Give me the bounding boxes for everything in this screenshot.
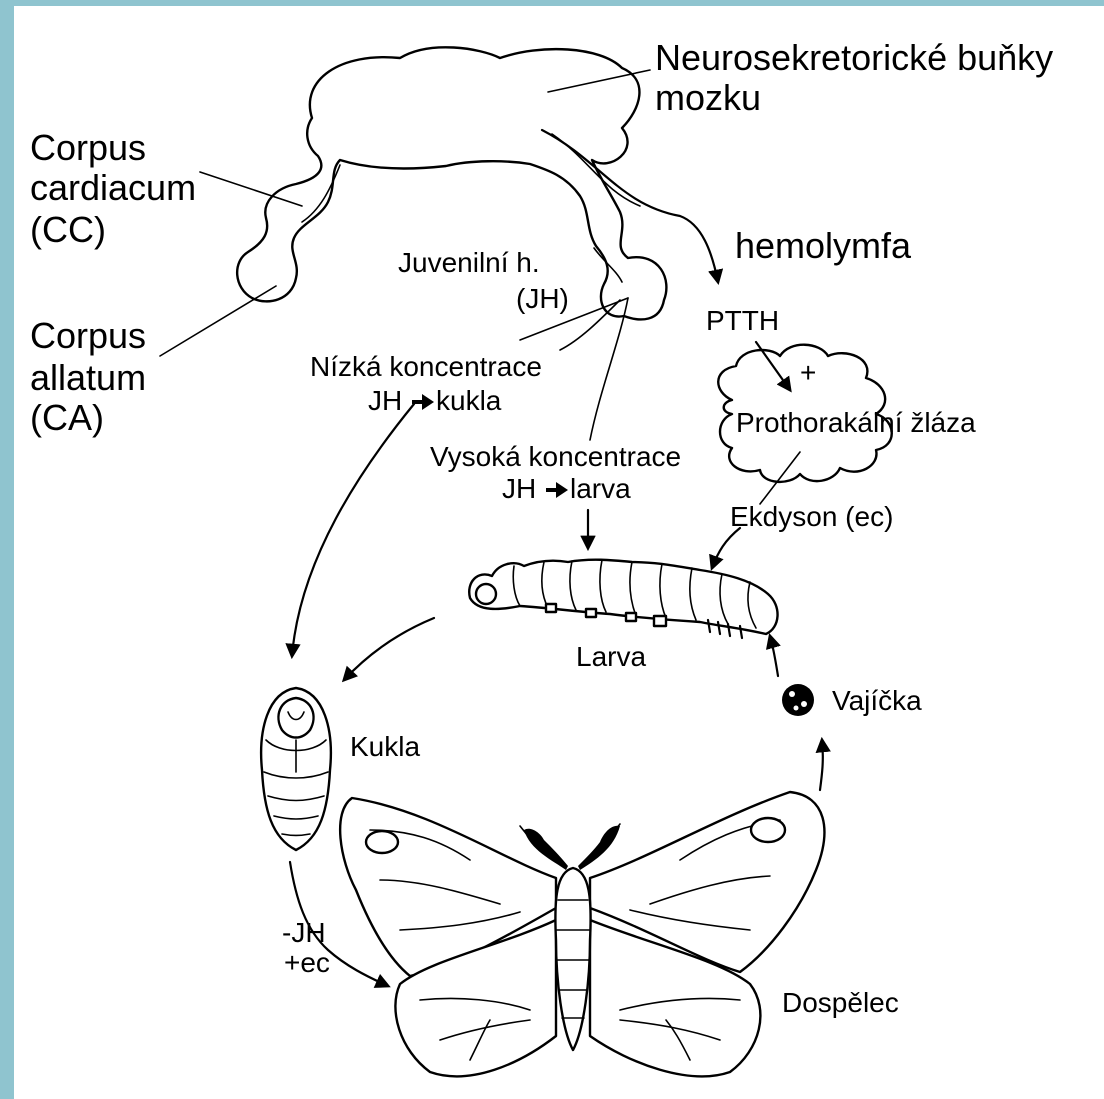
prothoracic-gland-label: Prothorakální žláza — [736, 407, 976, 438]
neurosecretory-label-2: mozku — [655, 77, 761, 118]
adult-to-eggs-arrow — [820, 740, 823, 790]
adult-moth-drawing — [340, 792, 824, 1076]
brain-outline — [237, 47, 666, 319]
jh-label-2: (JH) — [516, 283, 569, 314]
larva-drawing — [469, 560, 777, 638]
ecdysone-to-larva-arrow — [712, 528, 740, 568]
high-conc-result-label: larva — [570, 473, 631, 504]
larva-label: Larva — [576, 641, 646, 672]
high-conc-arrow-icon — [546, 482, 568, 498]
ca-label-2: allatum — [30, 357, 146, 398]
ca-leader — [160, 286, 276, 356]
larva-to-pupa-arrow — [344, 618, 434, 680]
low-to-pupa-arrow — [292, 404, 414, 656]
adult-label: Dospělec — [782, 987, 899, 1018]
jh-label-1: Juvenilní h. — [398, 247, 540, 278]
cc-label-3: (CC) — [30, 209, 106, 250]
low-conc-jh-label: JH — [368, 385, 402, 416]
low-conc-result-label: kukla — [436, 385, 502, 416]
pupa-drawing — [261, 688, 331, 850]
low-conc-label: Nízká koncentrace — [310, 351, 542, 382]
jh-high-line — [590, 298, 628, 440]
eggs-to-larva-arrow — [770, 636, 778, 676]
ca-label-3: (CA) — [30, 397, 104, 438]
cc-label-2: cardiacum — [30, 167, 196, 208]
plus-ec-label: +ec — [284, 947, 330, 978]
high-conc-label: Vysoká koncentrace — [430, 441, 681, 472]
ptth-label: PTTH — [706, 305, 779, 336]
low-conc-arrow-icon — [412, 394, 434, 410]
eggs-label: Vajíčka — [832, 685, 922, 716]
pupa-label: Kukla — [350, 731, 420, 762]
plus-label: + — [800, 357, 816, 388]
neurosecretory-label-1: Neurosekretorické buňky — [655, 37, 1053, 78]
high-conc-jh-label: JH — [502, 473, 536, 504]
ca-label-1: Corpus — [30, 315, 146, 356]
eggs-drawing — [782, 684, 814, 716]
hemolymph-label: hemolymfa — [735, 225, 912, 266]
ecdysone-label: Ekdyson (ec) — [730, 501, 893, 532]
minus-jh-label: -JH — [282, 917, 326, 948]
cc-label-1: Corpus — [30, 127, 146, 168]
